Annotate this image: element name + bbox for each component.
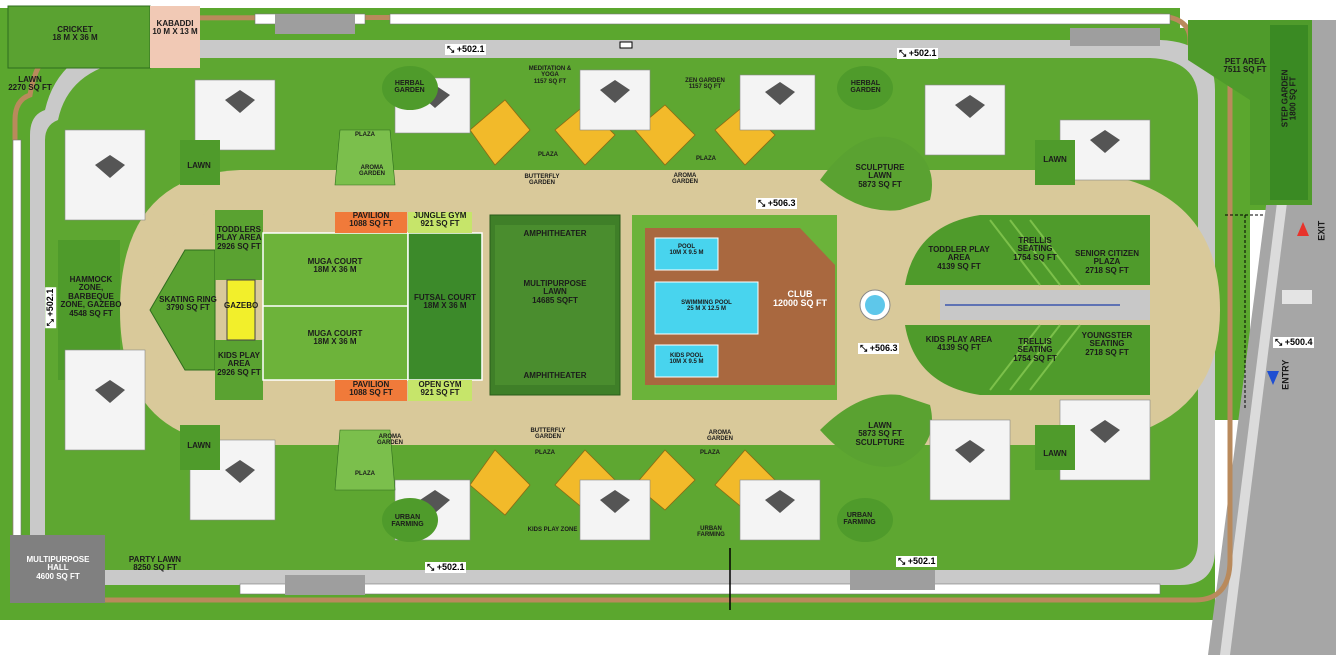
gazebo-label: GAZEBO (224, 301, 259, 310)
level-left: ⤡ +502.1 (45, 286, 57, 329)
herbal-garden-left-label: HERBAL GARDEN (394, 80, 425, 95)
kids-play-zone-label: KIDS PLAY ZONE (527, 527, 578, 533)
lawn-right-2-label: LAWN (1043, 449, 1067, 458)
level-bottom-left: ⤡ +502.1 (425, 562, 467, 573)
plaza-6-label: PLAZA (700, 450, 720, 456)
aroma-garden-1-label: AROMA GARDEN (358, 165, 385, 178)
plaza-1-label: PLAZA (355, 132, 375, 138)
level-road: ⤡ +500.4 (1273, 337, 1315, 348)
level-top-right: ⤡ +502.1 (897, 48, 939, 59)
lawn-left-2-label: LAWN (187, 441, 211, 450)
plaza-5-label: PLAZA (535, 450, 555, 456)
entry-label: ENTRY (1280, 359, 1291, 390)
amphitheater-bottom-label: AMPHITHEATER (523, 371, 587, 380)
butterfly-garden-top-label: BUTTERFLY GARDEN (524, 174, 560, 187)
urban-farming-right-label: URBAN FARMING (843, 512, 876, 527)
level-bottom-right: ⤡ +502.1 (896, 556, 938, 567)
aroma-garden-2-label: AROMA GARDEN (671, 173, 698, 186)
aroma-garden-4-label: AROMA GARDEN (706, 430, 733, 443)
amphitheater-top-label: AMPHITHEATER (523, 229, 587, 238)
plaza-3-label: PLAZA (538, 152, 558, 158)
herbal-garden-right-label: HERBAL GARDEN (850, 80, 881, 95)
lawn-right-1-label: LAWN (1043, 155, 1067, 164)
level-mid-bottom: ⤡ +506.3 (858, 343, 900, 354)
lawn-left-1-label: LAWN (187, 161, 211, 170)
aroma-garden-3-label: AROMA GARDEN (376, 434, 403, 447)
urban-farming-bottom-label: URBAN FARMING (697, 526, 725, 539)
entry-arrow-icon (1267, 371, 1279, 385)
level-top-left: ⤡ +502.1 (445, 44, 487, 55)
butterfly-garden-bottom-label: BUTTERFLY GARDEN (530, 428, 566, 441)
level-mid-top: ⤡ +506.3 (756, 198, 798, 209)
plaza-2-label: PLAZA (355, 471, 375, 477)
plaza-4-label: PLAZA (696, 156, 716, 162)
urban-farming-left-label: URBAN FARMING (391, 514, 424, 529)
exit-label: EXIT (1316, 220, 1327, 241)
exit-arrow-icon (1297, 222, 1309, 236)
